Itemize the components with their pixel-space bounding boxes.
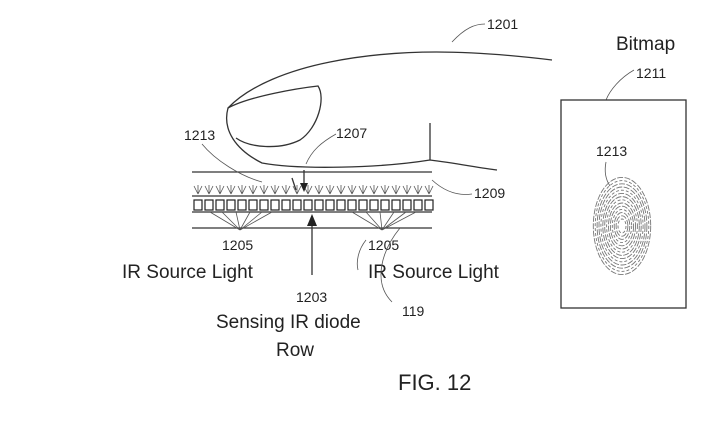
fingerprint-ridge: [606, 199, 638, 253]
ir-emitter-glyph: [391, 185, 401, 195]
ir-emitter-glyph: [292, 185, 302, 195]
fingerprint-ridge: [596, 183, 648, 269]
ir-emitter-glyph: [204, 185, 214, 195]
ref-contact: 1213: [184, 127, 215, 143]
label-sensing-1: Sensing IR diode: [216, 312, 361, 333]
sensing-cell: [270, 199, 280, 211]
sensing-cell: [226, 199, 236, 211]
ir-emitter-glyph: [424, 185, 434, 195]
sensing-cell: [292, 199, 302, 211]
sensing-cell: [347, 199, 357, 211]
ir-emitter-glyph: [237, 185, 247, 195]
bitmap-title: Bitmap: [616, 34, 675, 55]
light-fan-left: [209, 211, 273, 231]
leader-gap: [305, 133, 337, 165]
ref-ir-right: 1205: [368, 237, 399, 253]
sensing-cell: [204, 199, 214, 211]
sensing-cell: [369, 199, 379, 211]
ir-emitter-glyph: [314, 185, 324, 195]
ref-sensing: 1203: [296, 289, 327, 305]
sensing-cell: [413, 199, 423, 211]
ref-bitmap-print: 1213: [596, 143, 627, 159]
fingerprint-ridge: [617, 218, 627, 234]
leader-ir-right: [356, 239, 367, 271]
ir-emitter-glyph: [369, 185, 379, 195]
ir-emitter-glyph: [226, 185, 236, 195]
sensing-diode-row: [193, 199, 434, 211]
ir-emitter-glyph: [193, 185, 203, 195]
ref-substrate: 119: [402, 303, 425, 319]
ref-ir-left: 1205: [222, 237, 253, 253]
ref-finger: 1201: [487, 16, 518, 32]
sensing-cell: [281, 199, 291, 211]
fingerprint-ridge: [604, 196, 640, 256]
sensing-cell: [325, 199, 335, 211]
fingerprint-image: [592, 176, 652, 276]
sensing-cell: [215, 199, 225, 211]
label-ir-right: IR Source Light: [368, 262, 500, 283]
leader-bitmap-print: [604, 161, 611, 187]
bitmap-frame: [560, 99, 687, 309]
finger-drawing: [226, 51, 553, 171]
fingerprint-ridge: [602, 192, 642, 260]
reflection-arrowhead: [300, 183, 308, 192]
sensing-cell: [314, 199, 324, 211]
fingerprint-ridge: [615, 215, 629, 237]
fingerprint-ridge: [600, 189, 644, 263]
leader-contact: [201, 143, 263, 183]
ir-emitter-glyph: [270, 185, 280, 195]
sensing-cell: [402, 199, 412, 211]
label-sensing-2: Row: [276, 340, 314, 361]
fingerprint-ridge: [592, 176, 652, 276]
ir-emitter-row: [193, 185, 434, 195]
light-fan-right: [351, 211, 417, 231]
ref-gap: 1207: [336, 125, 367, 141]
ir-emitter-glyph: [413, 185, 423, 195]
sensing-arrowhead: [307, 214, 317, 226]
ir-emitter-glyph: [336, 185, 346, 195]
ref-bitmap: 1211: [636, 65, 666, 81]
ir-emitter-glyph: [215, 185, 225, 195]
ir-emitter-glyph: [347, 185, 357, 195]
ir-emitter-glyph: [325, 185, 335, 195]
ir-emitter-glyph: [358, 185, 368, 195]
sensing-cell: [391, 199, 401, 211]
sensing-cell: [358, 199, 368, 211]
leader-bitmap: [605, 69, 635, 101]
leader-substrate: [380, 227, 401, 303]
sensing-cell: [248, 199, 258, 211]
fingerprint-ridge: [598, 186, 646, 266]
sensing-cell: [380, 199, 390, 211]
fingerprint-ridge: [609, 205, 635, 247]
sensing-cell: [303, 199, 313, 211]
ir-emitter-glyph: [380, 185, 390, 195]
label-ir-left: IR Source Light: [122, 262, 254, 283]
fingerprint-ridge: [611, 208, 633, 244]
fingerprint-ridge: [594, 180, 650, 272]
ir-emitter-glyph: [259, 185, 269, 195]
sensing-cell: [424, 199, 434, 211]
ir-emitter-glyph: [402, 185, 412, 195]
ir-emitter-glyph: [248, 185, 258, 195]
ir-emitter-glyph: [281, 185, 291, 195]
ref-cover: 1209: [474, 185, 505, 201]
sensing-cell: [259, 199, 269, 211]
sensing-cell: [193, 199, 203, 211]
sensing-cell: [237, 199, 247, 211]
figure-caption: FIG. 12: [398, 370, 471, 395]
sensing-cell: [336, 199, 346, 211]
fingerprint-ridge: [613, 212, 631, 240]
leader-cover: [431, 179, 473, 195]
fingerprint-ridge: [608, 202, 636, 250]
incident-arrow: [291, 177, 297, 191]
leader-finger: [451, 23, 486, 43]
